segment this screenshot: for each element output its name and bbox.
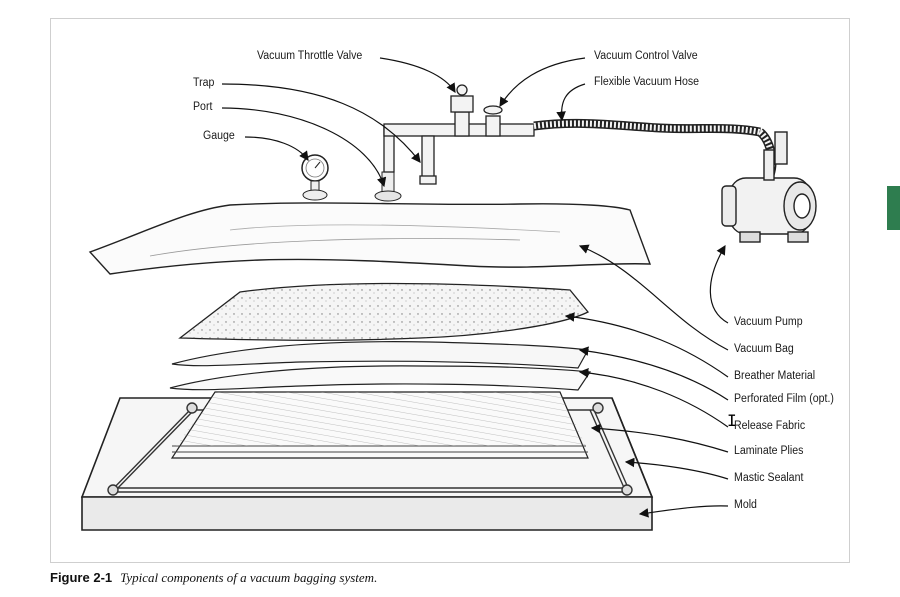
vacuum-piping [383,84,535,185]
figure-caption: Figure 2-1 Typical components of a vacuum… [50,570,377,586]
caption-number: Figure 2-1 [50,570,113,585]
label-flexible-vacuum-hose: Flexible Vacuum Hose [594,76,700,88]
label-perforated-film: Perforated Film (opt.) [734,393,834,405]
label-release-fabric: Release Fabric [734,420,806,432]
leader-lines [221,57,729,518]
gauge [301,154,329,201]
label-vacuum-pump: Vacuum Pump [734,316,803,328]
side-tab[interactable] [887,186,900,230]
label-port: Port [193,101,213,113]
laminate-plies [170,391,589,459]
label-trap: Trap [193,77,215,89]
breather-material [178,282,590,341]
label-vacuum-bag: Vacuum Bag [734,343,794,355]
vacuum-pump [721,131,817,243]
label-breather-material: Breather Material [734,370,816,382]
label-vacuum-throttle-valve: Vacuum Throttle Valve [257,50,363,62]
flexible-vacuum-hose [533,118,777,177]
label-mold: Mold [734,499,757,511]
label-mastic-sealant: Mastic Sealant [734,472,804,484]
label-laminate-plies: Laminate Plies [734,445,804,457]
port [374,171,402,202]
label-gauge: Gauge [203,130,235,142]
release-fabric-sheet [171,341,589,369]
vacuum-bag [88,202,652,275]
caption-text: Typical components of a vacuum bagging s… [120,570,378,585]
text-cursor-icon: I [727,411,737,430]
perforated-film [169,365,592,391]
label-vacuum-control-valve: Vacuum Control Valve [594,50,698,62]
